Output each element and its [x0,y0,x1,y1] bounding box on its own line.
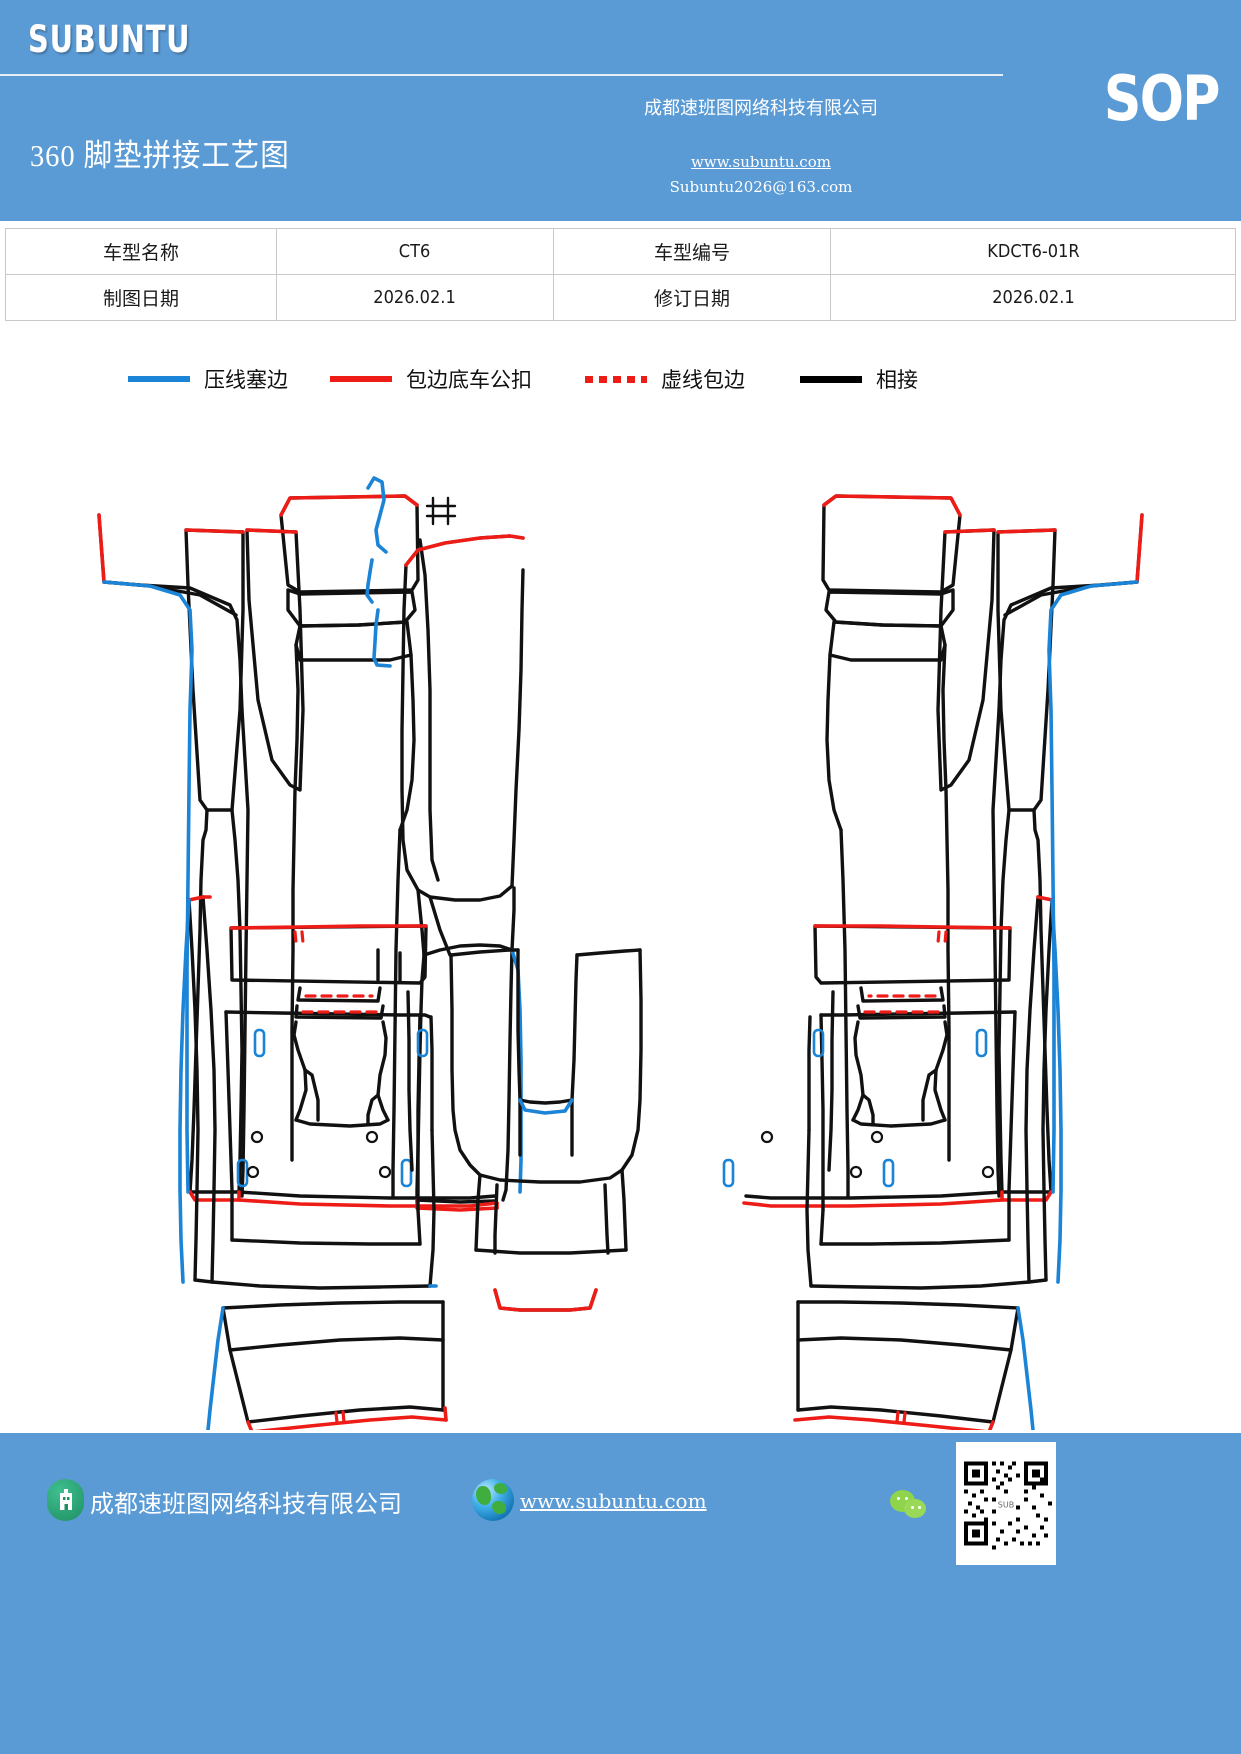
legend-item-edge-bind: 包边底车公扣 [330,364,532,394]
qr-code: SUB [956,1442,1056,1565]
wechat-icon[interactable] [890,1490,932,1522]
header-email[interactable]: Subuntu2026@163.com [669,178,853,196]
building-glyph [59,1489,72,1510]
legend-label: 相接 [876,368,918,392]
mat-group-rear-left [178,895,448,1434]
label-model-name: 车型名称 [5,228,277,275]
legend-label: 包边底车公扣 [406,368,532,392]
legend-swatch-black-line-icon [800,375,862,383]
value-model-name: CT6 [289,228,541,275]
brand-logo: SUBUNTU [28,18,191,61]
clip-slot [882,1158,895,1188]
legend-item-press-line: 压线塞边 [128,364,288,394]
clip-slot [400,1158,413,1188]
footer-company-name: 成都速班图网络科技有限公司 [90,1492,402,1518]
globe-icon [472,1479,514,1521]
legend-swatch-blue-line-icon [128,376,190,382]
value-draw-date: 2026.02.1 [289,274,541,321]
value-revise-date: 2026.02.1 [850,274,1216,321]
legend-swatch-red-line-icon [330,376,392,382]
legend-label: 压线塞边 [204,368,288,392]
header-website-link[interactable]: www.subuntu.com [691,153,831,171]
footer-website-link[interactable]: www.subuntu.com [520,1489,707,1513]
value-model-code: KDCT6-01R [850,228,1216,275]
label-revise-date: 修订日期 [552,274,832,321]
mat-group-front-right [742,494,1144,1208]
sop-badge: SOP [1104,62,1221,135]
qr-code-glyph: SUB [960,1457,1052,1550]
mat-left-red-binding [97,494,525,1212]
clip-slot [253,1028,266,1058]
grommet-hole [378,1165,392,1179]
vehicle-info-table: 车型名称 CT6 车型编号 KDCT6-01R 制图日期 2026.02.1 修… [5,228,1236,321]
clip-slot [416,1028,429,1058]
table-row: 车型名称 CT6 车型编号 KDCT6-01R [5,228,1236,275]
mat-group-rear-right [793,895,1063,1434]
label-draw-date: 制图日期 [5,274,277,321]
header-divider [0,74,1003,76]
building-icon [47,1479,84,1521]
dotted-binding [293,930,378,1424]
header-company-name: 成都速班图网络科技有限公司 [644,98,878,118]
legend-item-dotted-bind: 虚线包边 [585,364,745,394]
grommet-hole [870,1130,884,1144]
label-model-code: 车型编号 [552,228,832,275]
grommet-hole [760,1130,774,1144]
mat-group-center-tunnel [449,948,643,1312]
clip-slot [722,1158,735,1188]
page-header: SUBUNTU 360 脚垫拼接工艺图 SOP 成都速班图网络科技有限公司 ww… [0,0,1241,221]
grommet-hole [365,1130,379,1144]
legend-swatch-red-dotted-icon [585,375,647,383]
table-row: 制图日期 2026.02.1 修订日期 2026.02.1 [5,274,1236,321]
legend-item-joint: 相接 [800,364,918,394]
page-title: 360 脚垫拼接工艺图 [30,138,290,173]
legend-label: 虚线包边 [661,368,745,392]
mat-group-front-left [97,494,525,1204]
drawing-svg [97,476,1144,1434]
grommet-hole [246,1165,260,1179]
svg-text:SUB: SUB [998,1501,1014,1510]
legend: 压线塞边 包边底车公扣 虚线包边 相接 [0,360,1241,406]
floor-mat-technical-drawing [0,410,1241,1434]
grommet-hole [250,1130,264,1144]
hash-mark [425,496,457,526]
